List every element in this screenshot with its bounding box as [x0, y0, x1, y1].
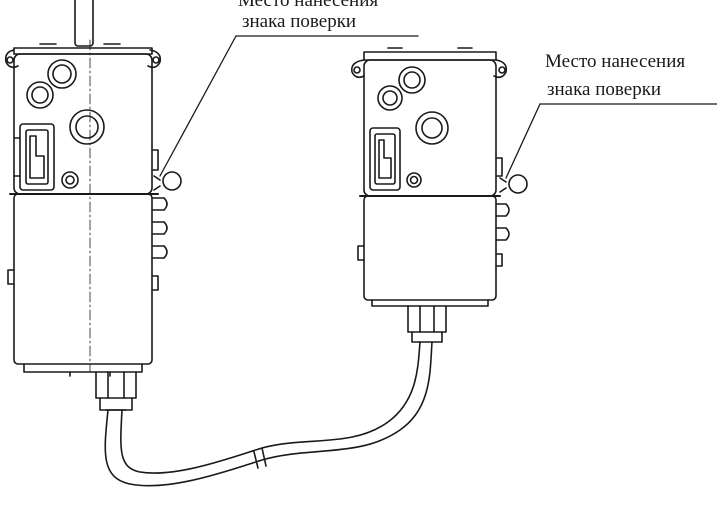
right-verification-seal	[508, 174, 528, 194]
right-callout-line1: Место нанесения	[545, 51, 686, 72]
connecting-cable	[104, 341, 433, 487]
right-knob-2	[377, 85, 403, 111]
left-device	[4, 0, 182, 411]
right-callout-leader	[505, 103, 541, 179]
left-connector	[19, 123, 55, 191]
right-callout-line2: знака поверки	[547, 79, 662, 100]
left-lower-body	[13, 193, 153, 365]
left-knob-1	[47, 59, 77, 89]
right-screw	[406, 172, 422, 188]
left-screw	[61, 171, 79, 189]
right-connector	[369, 127, 401, 191]
left-cable-gland	[95, 371, 137, 399]
left-callout-line2: знака поверки	[242, 11, 357, 32]
right-device	[350, 47, 528, 343]
right-knob-3	[415, 111, 449, 145]
left-callout-leader	[159, 35, 237, 177]
right-knob-1	[398, 66, 426, 94]
left-knob-3	[69, 109, 105, 145]
left-antenna	[74, 0, 94, 47]
right-cable-gland	[407, 305, 447, 333]
left-verification-seal	[162, 171, 182, 191]
left-knob-2	[26, 81, 54, 109]
leader-lines	[159, 35, 717, 179]
right-lower-body	[363, 195, 497, 301]
left-callout-line1: Место нанесения	[238, 0, 379, 11]
